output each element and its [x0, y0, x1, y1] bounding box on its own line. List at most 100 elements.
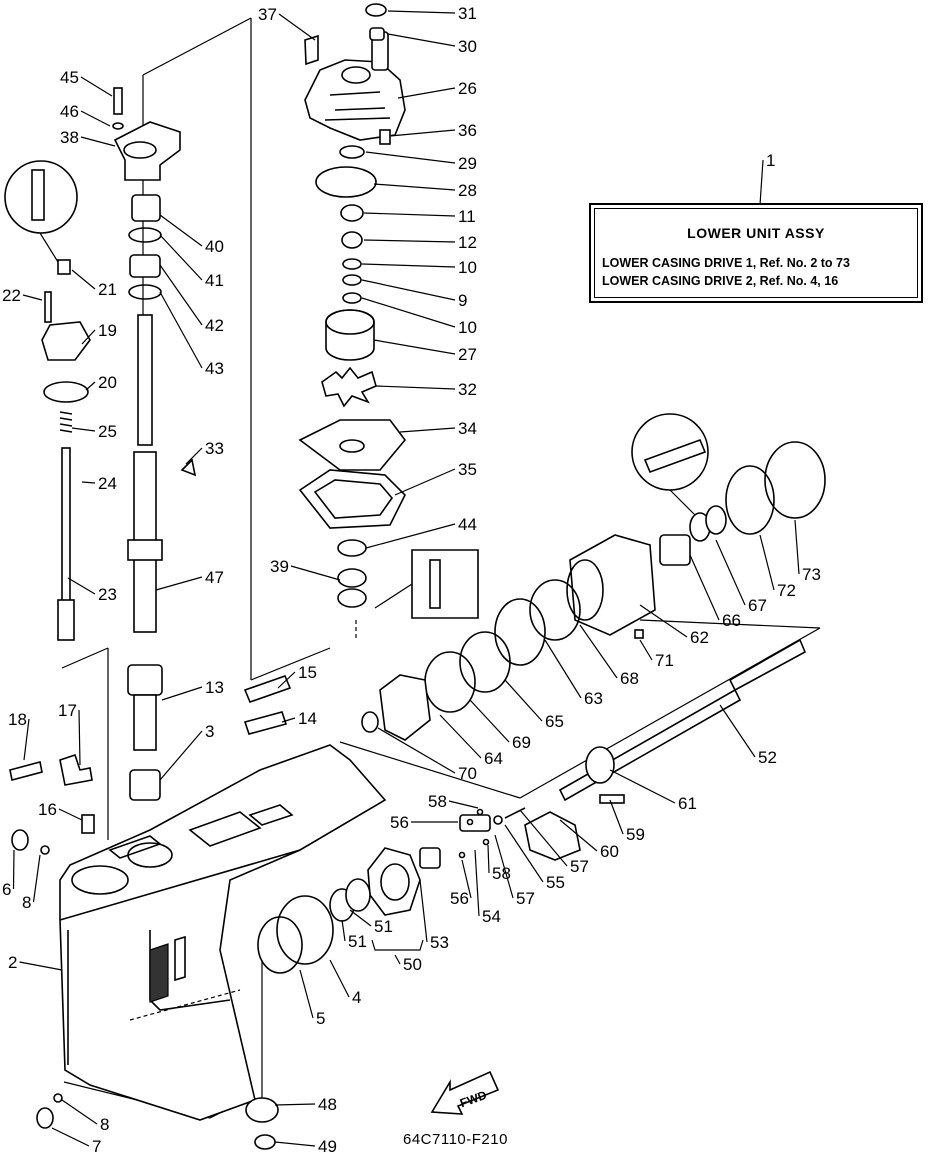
leader-c35 [394, 468, 456, 496]
callout-c62: 62 [690, 628, 709, 647]
callout-c35: 35 [458, 460, 477, 479]
callout-c13: 13 [205, 678, 224, 697]
leader-c40 [159, 214, 203, 247]
leader-c1 [759, 159, 764, 206]
callout-c24: 24 [98, 474, 117, 493]
callout-c57a: 57 [570, 857, 589, 876]
leader-c12 [363, 239, 456, 243]
impeller-parts [298, 309, 407, 608]
callout-c6: 6 [2, 880, 11, 899]
pump-seals [315, 145, 377, 304]
callout-c30: 30 [458, 37, 477, 56]
callout-c2: 2 [8, 953, 17, 972]
leader-c7 [51, 1127, 90, 1147]
callout-c45: 45 [60, 68, 79, 87]
callout-c60: 60 [600, 842, 619, 861]
leader-c9 [361, 279, 456, 301]
leader-c23 [67, 577, 96, 595]
leader-c26 [397, 87, 456, 99]
callout-c17: 17 [58, 701, 77, 720]
leader-c49 [274, 1141, 316, 1147]
callout-c37: 37 [258, 5, 277, 24]
bracket-50 [371, 939, 424, 951]
leader-c59 [609, 799, 624, 835]
callout-c39: 39 [270, 557, 289, 576]
fwd-arrow: FWD [430, 1070, 500, 1115]
gear-assembly [245, 807, 526, 1150]
callout-c28: 28 [458, 181, 477, 200]
callout-c32: 32 [458, 380, 477, 399]
callout-c73: 73 [802, 565, 821, 584]
leader-c52 [719, 704, 756, 758]
callout-c51b: 51 [348, 932, 367, 951]
callout-c57b: 57 [516, 889, 535, 908]
detail-gc-seals [374, 549, 479, 619]
callout-c4: 4 [352, 988, 361, 1007]
callout-c8b: 8 [100, 1115, 109, 1134]
callout-c56a: 56 [390, 813, 409, 832]
callout-c68: 68 [620, 669, 639, 688]
detail-circle-gc [631, 413, 709, 516]
callout-c23: 23 [98, 585, 117, 604]
leader-c58a [448, 800, 479, 809]
leader-c20 [85, 381, 96, 391]
callout-c8a: 8 [22, 893, 31, 912]
leader-c14 [281, 717, 296, 723]
callout-c63: 63 [584, 689, 603, 708]
leader-c21 [71, 269, 96, 290]
callout-c41: 41 [205, 271, 224, 290]
leader-c53 [419, 879, 428, 943]
leader-c30 [387, 33, 456, 47]
leader-c16 [58, 808, 83, 821]
guide-lines [61, 17, 821, 1119]
info-box-inner-border [594, 208, 918, 298]
callout-c40: 40 [205, 237, 224, 256]
callout-c33: 33 [205, 439, 224, 458]
leader-c34 [399, 427, 456, 433]
shift-rod-parts [41, 259, 91, 641]
callout-c20: 20 [98, 373, 117, 392]
leader-c57a [519, 809, 568, 867]
callout-c44: 44 [458, 515, 477, 534]
callout-c52: 52 [758, 748, 777, 767]
callout-c65: 65 [545, 712, 564, 731]
callout-c46: 46 [60, 102, 79, 121]
drive-1-reference: LOWER CASING DRIVE 1, Ref. No. 2 to 73 [602, 256, 850, 270]
leader-c6 [12, 849, 15, 890]
callout-c59: 59 [626, 825, 645, 844]
leader-c24 [81, 481, 96, 484]
callout-c38: 38 [60, 128, 79, 147]
leader-c63 [544, 639, 582, 699]
callout-c69: 69 [512, 733, 531, 752]
callout-c53: 53 [430, 933, 449, 952]
leader-c70 [377, 727, 456, 774]
leader-c2 [19, 961, 63, 971]
leader-c61 [609, 769, 676, 804]
callout-c25: 25 [98, 422, 117, 441]
leader-c69 [469, 699, 510, 743]
callout-c5: 5 [316, 1009, 325, 1028]
callout-c27: 27 [458, 345, 477, 364]
leader-c10a [361, 263, 456, 268]
leader-c15 [277, 671, 296, 689]
callout-c18: 18 [8, 710, 27, 729]
callout-c56b: 56 [450, 889, 469, 908]
leader-c33 [185, 447, 203, 465]
leader-c60 [559, 819, 598, 852]
callout-c70: 70 [458, 764, 477, 783]
callout-c12: 12 [458, 233, 477, 252]
leader-c8a [32, 854, 41, 903]
leader-c5 [299, 969, 314, 1019]
leader-c8b [61, 1099, 98, 1125]
callout-c54: 54 [482, 907, 501, 926]
leader-c62 [639, 604, 688, 638]
drive-2-reference: LOWER CASING DRIVE 2, Ref. No. 4, 16 [602, 274, 839, 288]
leader-c18 [23, 718, 30, 761]
leader-c27 [373, 339, 456, 355]
leader-c57b [494, 834, 514, 899]
callout-c49: 49 [318, 1137, 337, 1156]
callout-c10a: 10 [458, 258, 477, 277]
callout-c50: 50 [403, 955, 422, 974]
callout-c3: 3 [205, 722, 214, 741]
